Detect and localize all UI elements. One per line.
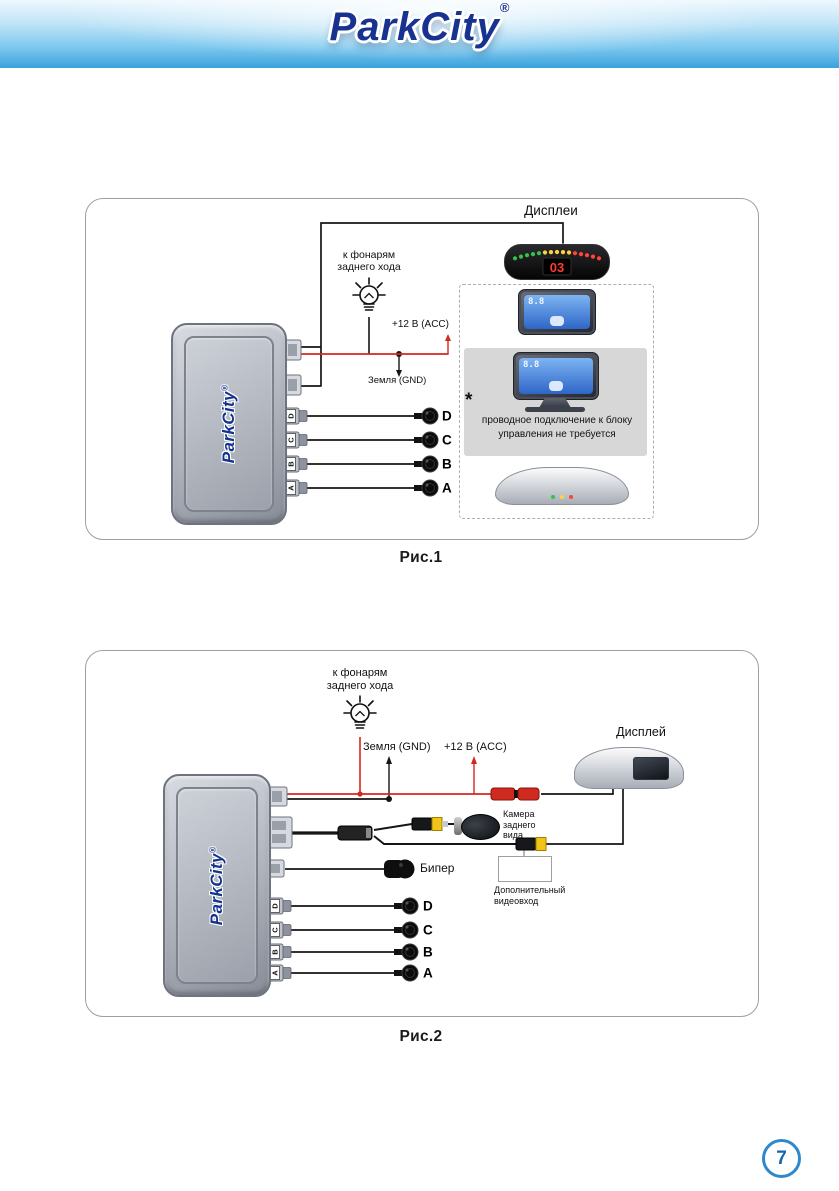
video-connector — [266, 816, 293, 849]
control-unit-face — [184, 336, 274, 512]
rca-plug-display — [515, 837, 547, 851]
control-unit: ParkCity® — [171, 323, 287, 525]
channel-tag-letter: D — [271, 903, 280, 909]
channel-tag-letter: B — [271, 949, 280, 955]
channel-tag-letter: D — [287, 413, 296, 419]
page-number-badge: 7 — [762, 1139, 801, 1178]
video-inline-connector — [337, 825, 373, 841]
sensor-channel-a: A A — [266, 964, 433, 982]
rear-camera — [454, 814, 500, 840]
sensor-letter: B — [442, 457, 452, 472]
led-display-value: 03 — [550, 260, 564, 275]
registered-mark: ® — [499, 0, 510, 15]
reverse-lamps-label: к фонарям заднего хода — [326, 667, 394, 692]
wireless-note-star: * — [465, 390, 473, 411]
reverse-lamps-label: к фонарям заднего хода — [337, 249, 401, 274]
junction-dot — [386, 796, 392, 802]
reverse-lamp-icon — [352, 277, 386, 311]
junction-dot — [357, 791, 363, 797]
control-unit: ParkCity® — [163, 774, 271, 997]
channel-tag-letter: A — [271, 970, 280, 976]
control-unit-logo: ParkCity® — [219, 385, 239, 463]
gnd-label: Земля (GND) — [363, 741, 431, 753]
sensor-channel-c: C C — [266, 921, 433, 939]
figure-2-frame: D D C C — [85, 650, 759, 1017]
aux-video-connector — [498, 856, 552, 882]
control-unit-face — [176, 787, 258, 984]
figure-1-frame: D D C C — [85, 198, 759, 540]
sensor-letter: B — [423, 945, 433, 960]
reverse-lamp-icon — [343, 695, 377, 729]
figure-1-caption: Рис.1 — [399, 549, 443, 566]
sensor-letter: D — [423, 899, 433, 914]
camera-label: Камера заднего вида — [503, 809, 536, 841]
channel-tag-letter: B — [287, 461, 296, 467]
displays-label: Дисплеи — [524, 203, 578, 218]
brand-logo-text: ParkCity — [329, 5, 500, 49]
lcd-display-wireless: 8.8 — [513, 352, 599, 416]
acc-label: +12 В (ACC) — [444, 741, 507, 753]
lcd-base — [525, 407, 585, 412]
car-silhouette — [550, 316, 564, 326]
gnd-arrowhead — [386, 756, 392, 764]
sensor-letter: D — [442, 409, 452, 424]
sensor-channel-a: A A — [282, 479, 452, 497]
acc-arrowhead — [445, 334, 451, 341]
lcd-screen: 8.8 — [524, 295, 590, 329]
camera-branch — [373, 823, 413, 831]
sensor-channel-c: C C — [282, 431, 452, 449]
rca-plug-camera — [411, 817, 448, 831]
control-unit-brand: ParkCity — [207, 852, 226, 925]
camera-body — [461, 814, 500, 840]
beeper-label: Бипер — [420, 861, 455, 875]
lcd-display-small: 8.8 — [518, 289, 596, 335]
beeper — [384, 859, 415, 879]
sensor-channel-d: D D — [266, 897, 433, 915]
figure-2-caption: Рис.2 — [399, 1028, 443, 1045]
display-label: Дисплей — [616, 725, 666, 739]
acc-label: +12 В (ACC) — [392, 319, 449, 330]
figure-2-wiring: D D C C — [266, 737, 624, 982]
lcd-stand — [539, 398, 571, 408]
control-unit-brand: ParkCity — [219, 391, 238, 464]
mirror-display — [574, 747, 684, 789]
sensor-channel-b: B B — [266, 943, 433, 961]
lcd-digits: 8.8 — [528, 297, 545, 307]
mirror-display — [495, 467, 629, 505]
channel-tag-letter: C — [287, 437, 296, 443]
sensor-channel-b: B B — [282, 455, 452, 473]
brand-logo: ParkCity® — [0, 0, 839, 50]
power-bullet-connectors — [490, 787, 540, 801]
channel-tag-letter: A — [287, 485, 296, 491]
sensor-letter: C — [442, 433, 452, 448]
display-power-wire — [541, 787, 614, 795]
sensor-letter: C — [423, 923, 433, 938]
display-video-branch — [373, 835, 516, 845]
gnd-arrowhead — [396, 370, 402, 377]
registered-mark: ® — [208, 846, 218, 853]
sensor-letter: A — [423, 966, 433, 981]
display-video-wire — [546, 787, 624, 845]
page-number: 7 — [776, 1147, 787, 1169]
footer-band — [0, 0, 839, 68]
sensor-letter: A — [442, 481, 452, 496]
display-wire — [300, 222, 564, 387]
led-display: 03 — [504, 244, 610, 280]
sensor-channel-d: D D — [282, 407, 452, 425]
display-options-box — [459, 284, 654, 519]
lcd-digits: 8.8 — [523, 360, 540, 370]
gnd-label: Земля (GND) — [368, 375, 427, 386]
lcd-screen: 8.8 — [519, 358, 593, 394]
channel-tag-letter: C — [271, 927, 280, 933]
acc-arrowhead — [471, 756, 477, 764]
registered-mark: ® — [220, 384, 230, 392]
display-connector — [282, 374, 302, 396]
car-silhouette — [549, 381, 563, 391]
camera-mount-ring — [454, 817, 462, 835]
mirror-screen — [633, 757, 669, 780]
mirror-leds — [551, 495, 573, 499]
wireless-note: проводное подключение к блоку управления… — [481, 415, 633, 440]
control-unit-logo: ParkCity® — [207, 846, 227, 924]
aux-video-label: Дополнительный видеовход — [494, 885, 566, 906]
